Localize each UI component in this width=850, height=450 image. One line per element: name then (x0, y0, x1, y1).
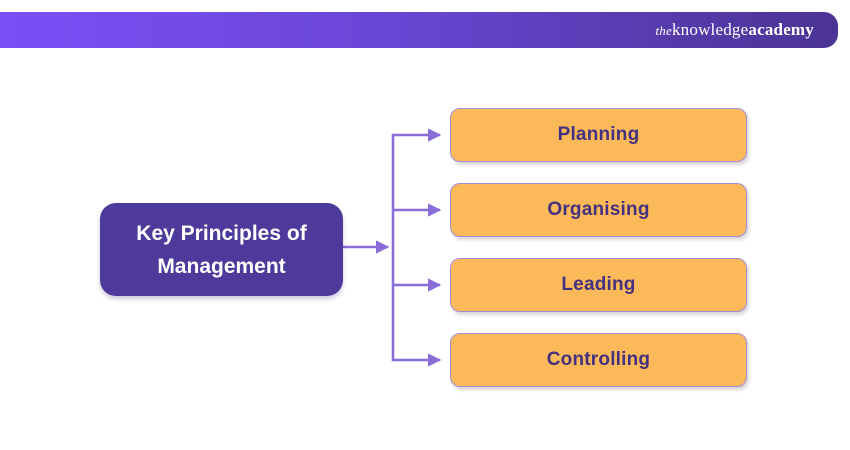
principle-node-leading: Leading (450, 258, 747, 312)
principle-label: Organising (547, 199, 650, 220)
principle-label: Planning (557, 124, 640, 145)
logo-academy: academy (748, 20, 814, 39)
header-bar: theknowledgeacademy (0, 12, 838, 48)
root-node-label-line1: Key Principles of (136, 221, 307, 245)
principle-label: Leading (561, 274, 636, 295)
root-node-label-line2: Management (157, 254, 286, 278)
principle-node-controlling: Controlling (450, 333, 747, 387)
principle-node-organising: Organising (450, 183, 747, 237)
brand-logo: theknowledgeacademy (656, 20, 815, 40)
logo-the: the (655, 23, 672, 38)
principle-label: Controlling (546, 349, 651, 370)
root-node-key-principles: Key Principles of Management (100, 203, 343, 296)
principle-node-planning: Planning (450, 108, 747, 162)
logo-knowledge: knowledge (671, 20, 749, 39)
